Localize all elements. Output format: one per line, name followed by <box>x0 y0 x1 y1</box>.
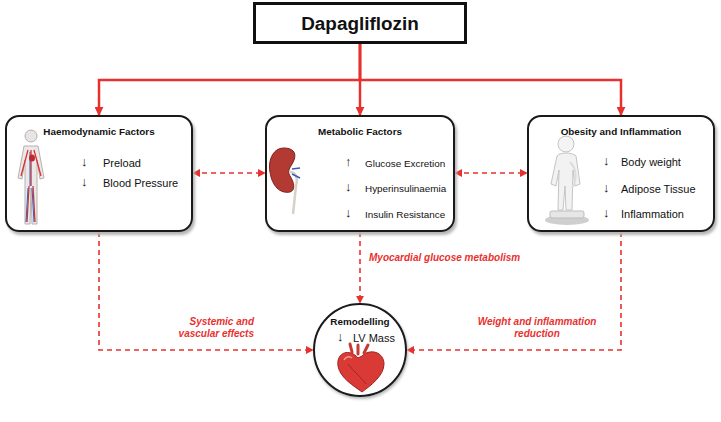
dashed-link <box>193 172 265 174</box>
effect-item: Blood Pressure <box>103 177 178 190</box>
trend-arrow: ↓ <box>81 155 88 168</box>
trend-arrow: ↓ <box>603 206 610 219</box>
effect-arrow <box>99 44 360 115</box>
effect-item: Glucose Excretion <box>365 157 445 170</box>
person-on-scale-icon <box>545 136 589 225</box>
box-heading: Haemodynamic Factors <box>7 125 191 138</box>
effect-arrow <box>360 44 621 115</box>
dashed-link <box>455 172 527 174</box>
edge-label: Systemic and vascular effects <box>150 316 256 340</box>
dashed-link <box>99 232 313 350</box>
trend-arrow: ↓ <box>337 330 344 343</box>
factor-box: Haemodynamic Factors ↓ Preload ↓ Blood Press… <box>5 115 193 232</box>
factor-box: Metabolic Factors ↑ Glucose Excretion ↓ Hype… <box>265 115 455 232</box>
trend-arrow: ↓ <box>345 206 352 219</box>
edge-label: Weight and inflammation reduction <box>470 316 604 340</box>
kidney-icon <box>270 148 300 214</box>
effect-item: Hyperinsulinaemia <box>365 182 446 195</box>
circle-heading: Remodelling <box>315 315 405 328</box>
effect-item: Body weight <box>621 156 681 169</box>
heart-illustration <box>338 344 384 392</box>
effect-item: Adipose Tissue <box>621 183 696 196</box>
outcome-circle: Remodelling ↓ LV Mass <box>313 303 407 397</box>
effect-item: LV Mass <box>353 332 395 345</box>
trend-arrow: ↓ <box>81 175 88 188</box>
dashed-link <box>407 232 621 350</box>
trend-arrow: ↑ <box>345 155 352 168</box>
edge-label: Myocardial glucose metabolism <box>367 252 522 264</box>
effect-item: Inflammation <box>621 208 684 221</box>
drug-name: Dapagliflozin <box>256 11 464 37</box>
effect-item: Insulin Resistance <box>365 208 445 221</box>
circulation-figure <box>18 130 44 224</box>
box-heading: Obesity and Inflammation <box>529 125 713 138</box>
effect-item: Preload <box>103 157 141 170</box>
trend-arrow: ↓ <box>345 180 352 193</box>
box-heading: Metabolic Factors <box>267 125 453 138</box>
trend-arrow: ↓ <box>603 181 610 194</box>
dashed-link <box>359 232 361 303</box>
drug-box: Dapagliflozin <box>253 2 467 44</box>
trend-arrow: ↓ <box>603 154 610 167</box>
factor-box: Obesity and Inflammation ↓ Body weight ↓ Adi… <box>527 115 715 232</box>
